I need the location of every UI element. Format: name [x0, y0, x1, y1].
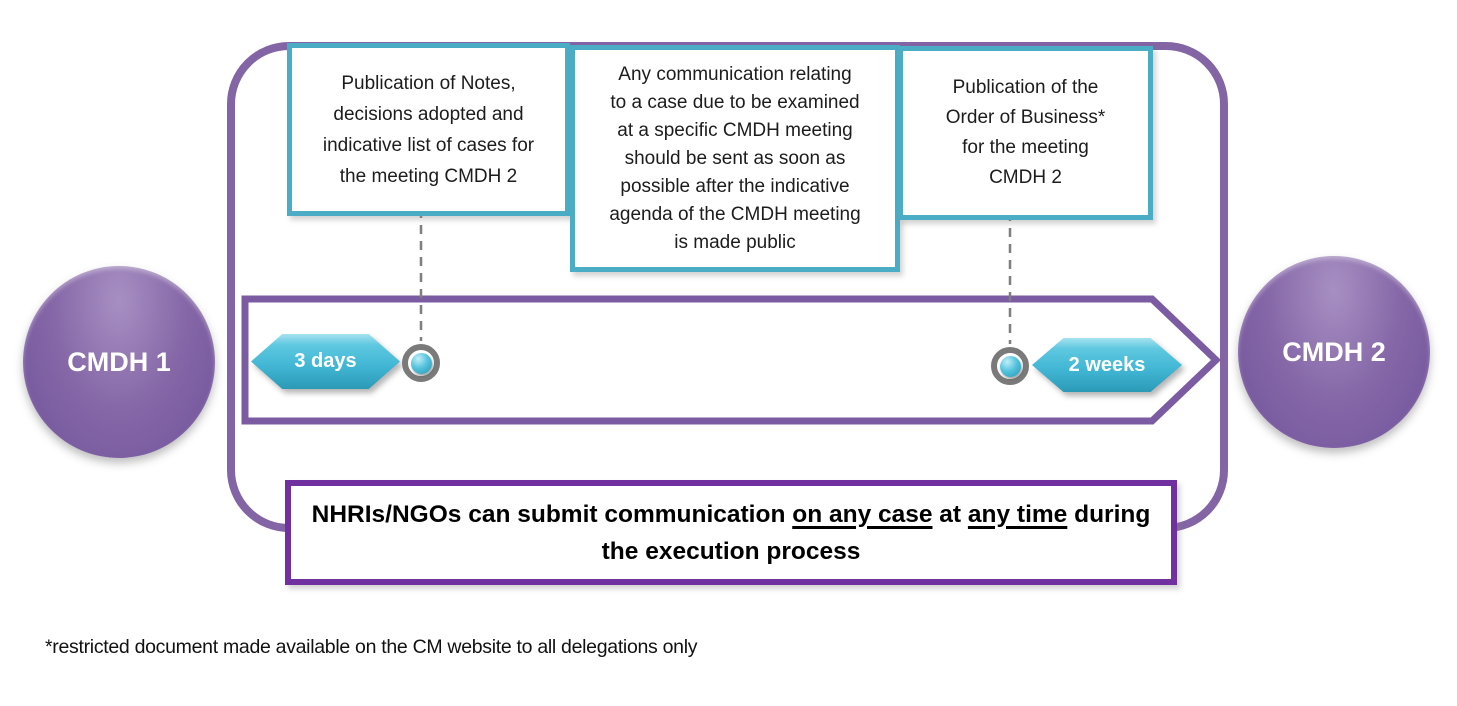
callout-communication-timing-text: Any communication relating to a case due… — [609, 63, 861, 253]
cmdh1-node: CMDH 1 — [23, 266, 215, 458]
banner-prefix: NHRIs/NGOs can submit communication — [311, 500, 793, 528]
timeline-arrow — [241, 295, 1222, 425]
footnote: *restricted document made available on t… — [45, 636, 698, 658]
badge-3-days-shape: 3 days — [251, 334, 400, 389]
callout-order-of-business: Publication of the Order of Business* fo… — [898, 46, 1153, 220]
cmdh2-node: CMDH 2 — [1238, 256, 1430, 448]
badge-2-weeks-shape: 2 weeks — [1032, 338, 1182, 392]
cmdh1-label: CMDH 1 — [67, 346, 171, 377]
callout-order-of-business-text: Publication of the Order of Business* fo… — [945, 77, 1106, 188]
marker-dot-left — [410, 352, 432, 374]
badge-2-weeks-label: 2 weeks — [1068, 353, 1146, 376]
callout-communication-timing: Any communication relating to a case due… — [570, 45, 900, 272]
submission-banner-text: NHRIs/NGOs can submit communication on a… — [312, 496, 1151, 570]
banner-middle: at — [932, 500, 968, 528]
timeline-marker-right — [991, 347, 1029, 385]
banner-underline-any-time: any time — [967, 500, 1068, 528]
badge-3-days-label: 3 days — [294, 350, 357, 372]
submission-banner: NHRIs/NGOs can submit communication on a… — [285, 480, 1177, 585]
banner-underline-on-any-case: on any case — [792, 500, 933, 528]
callout-publication-notes-text: Publication of Notes, decisions adopted … — [322, 72, 535, 187]
marker-dot-right — [999, 355, 1021, 377]
banner-suffix: during the execution process — [601, 500, 1151, 565]
badge-2-weeks: 2 weeks — [1032, 338, 1182, 392]
timeline-marker-left — [402, 344, 440, 382]
cmdh2-label: CMDH 2 — [1282, 336, 1386, 367]
badge-3-days: 3 days — [251, 334, 400, 389]
callout-publication-notes: Publication of Notes, decisions adopted … — [287, 43, 570, 216]
